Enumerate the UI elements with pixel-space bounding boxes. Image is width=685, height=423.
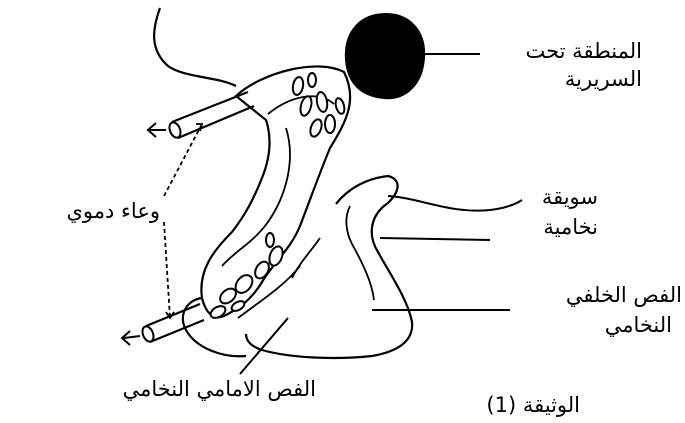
stalk-inner-curve (222, 128, 290, 266)
upper-vessel-arrow (148, 123, 166, 137)
hypothalamus-label-line1: المنطقة تحت (482, 38, 642, 64)
hypothalamus-label-line2: السريرية (482, 66, 642, 92)
infundibular-stalk-inner (346, 206, 374, 300)
blood-vessel-leader-bottom (164, 222, 170, 318)
posterior-lobe-inner (292, 238, 320, 278)
posterior-lobe-label-line2: النخامي (512, 312, 672, 338)
brain-outline (154, 8, 236, 86)
lower-blood-vessel (146, 304, 204, 342)
stalk-label-line1: سويقة (500, 184, 598, 210)
hypothalamus-region (346, 14, 424, 98)
blood-vessel-arrowheads (166, 124, 202, 318)
lower-vessel-opening (140, 325, 155, 344)
posterior-lobe-label-line1: الفص الخلفي (512, 282, 682, 308)
upper-vessel-opening (167, 121, 182, 140)
upper-capillary-network (292, 73, 346, 138)
anterior-lobe-leader (240, 318, 288, 374)
posterior-lobe-outline (246, 176, 412, 358)
lower-vessel-arrow (122, 331, 140, 345)
anterior-lobe-inner (238, 266, 300, 318)
upper-blood-vessel (172, 92, 254, 138)
stalk-label-line2: نخامية (500, 214, 598, 240)
anterior-lobe-label: الفص الامامي النخامي (26, 376, 316, 402)
document-caption: الوثيقة (1) (430, 392, 580, 418)
stalk-lower-leader (380, 238, 490, 240)
blood-vessel-label: وعاء دموي (10, 198, 160, 224)
